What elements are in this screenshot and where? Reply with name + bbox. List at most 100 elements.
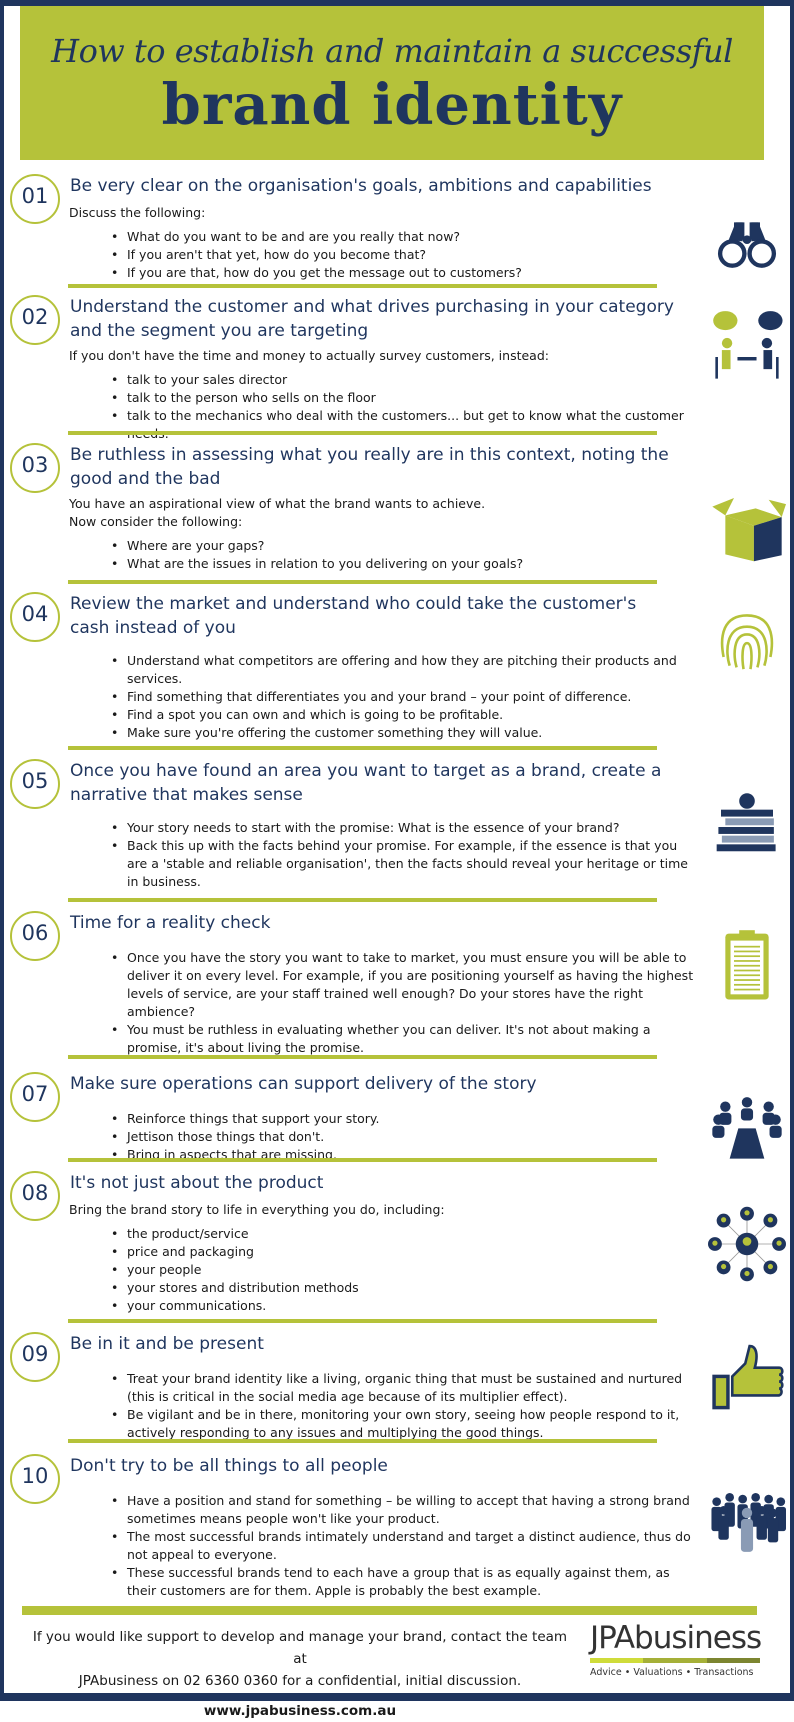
list-item: If you are that, how do you get the mess… (111, 264, 699, 282)
list-item: Once you have the story you want to take… (111, 949, 699, 1021)
thumbs-up-icon (708, 1340, 786, 1418)
section-heading: Don't try to be all things to all people (70, 1456, 388, 1476)
list-item: price and packaging (111, 1243, 699, 1261)
clipboard-icon (708, 925, 786, 1003)
bullet-list: What do you want to be and are you reall… (111, 228, 699, 282)
list-item: Jettison those things that don't. (111, 1128, 699, 1146)
divider (68, 898, 657, 902)
footer-line-2: JPAbusiness on 02 6360 0360 for a confid… (78, 1673, 522, 1689)
step-number-circle: 03 (10, 443, 60, 493)
section-body: Your story needs to start with the promi… (69, 819, 699, 891)
title-line-2: brand identity (161, 72, 623, 138)
step-number-circle: 09 (10, 1332, 60, 1382)
section-heading: Review the market and understand who cou… (70, 594, 637, 638)
step-number-circle: 10 (10, 1454, 60, 1504)
bullet-list: Once you have the story you want to take… (111, 949, 699, 1057)
section-heading: Be in it and be present (70, 1334, 264, 1354)
section-heading: Be very clear on the organisation's goal… (70, 176, 652, 196)
list-item: talk to the mechanics who deal with the … (111, 407, 699, 443)
list-item: Be vigilant and be in there, monitoring … (111, 1406, 699, 1442)
open-box-icon (708, 485, 786, 563)
step-number-circle: 06 (10, 911, 60, 961)
logo-name: JPAbusiness (590, 1620, 762, 1656)
section-body: Bring the brand story to life in everyth… (69, 1201, 699, 1315)
section-body: If you don't have the time and money to … (69, 347, 699, 443)
footer-contact: If you would like support to develop and… (30, 1626, 570, 1722)
list-item: What are the issues in relation to you d… (111, 555, 699, 573)
section-heading: Once you have found an area you want to … (70, 761, 662, 805)
section-intro: You have an aspirational view of what th… (69, 496, 486, 511)
section-heading: Time for a reality check (70, 913, 271, 933)
divider (68, 284, 657, 288)
step-number-circle: 02 (10, 295, 60, 345)
list-item: Make sure you're offering the customer s… (111, 724, 699, 742)
list-item: talk to the person who sells on the floo… (111, 389, 699, 407)
list-item: Find a spot you can own and which is goi… (111, 706, 699, 724)
bullet-list: Treat your brand identity like a living,… (111, 1370, 699, 1442)
section-body: Treat your brand identity like a living,… (69, 1370, 699, 1442)
bullet-list: Where are your gaps?What are the issues … (111, 537, 699, 573)
meeting-icon (708, 1085, 786, 1163)
binoculars-icon (708, 205, 786, 283)
list-item: Back this up with the facts behind your … (111, 837, 699, 891)
list-item: Your story needs to start with the promi… (111, 819, 699, 837)
footer-line-1: If you would like support to develop and… (32, 1629, 568, 1667)
list-item: the product/service (111, 1225, 699, 1243)
section-body: You have an aspirational view of what th… (69, 495, 699, 573)
section-heading: It's not just about the product (70, 1173, 324, 1193)
logo-tagline: Advice • Valuations • Transactions (590, 1667, 754, 1678)
footer-website-link[interactable]: www.jpabusiness.com.au (203, 1703, 397, 1719)
footer-bar (0, 1693, 794, 1701)
bullet-list: talk to your sales directortalk to the p… (111, 371, 699, 443)
section-intro-2: Now consider the following: (69, 514, 243, 529)
section-heading: Make sure operations can support deliver… (70, 1074, 537, 1094)
divider (68, 1055, 657, 1059)
bullet-list: Your story needs to start with the promi… (111, 819, 699, 891)
list-item: Find something that differentiates you a… (111, 688, 699, 706)
section-body: Discuss the following:What do you want t… (69, 204, 699, 282)
bullet-list: Have a position and stand for something … (111, 1492, 699, 1600)
divider (22, 1606, 757, 1615)
section-heading: Understand the customer and what drives … (70, 297, 674, 341)
divider (68, 1158, 657, 1162)
list-item: Where are your gaps? (111, 537, 699, 555)
divider (68, 1319, 657, 1323)
books-apple-icon (708, 775, 786, 853)
bullet-list: the product/serviceprice and packagingyo… (111, 1225, 699, 1315)
section-heading: Be ruthless in assessing what you really… (70, 445, 669, 489)
list-item: your stores and distribution methods (111, 1279, 699, 1297)
section-body: Once you have the story you want to take… (69, 949, 699, 1057)
logo-bars (590, 1658, 760, 1663)
conversation-icon (708, 305, 786, 383)
title-line-1: How to establish and maintain a successf… (51, 32, 733, 70)
section-body: Understand what competitors are offering… (69, 652, 699, 742)
divider (68, 431, 657, 435)
bullet-list: Reinforce things that support your story… (111, 1110, 699, 1164)
bullet-list: Understand what competitors are offering… (111, 652, 699, 742)
network-icon (708, 1205, 786, 1283)
divider (68, 580, 657, 584)
list-item: talk to your sales director (111, 371, 699, 389)
list-item: What do you want to be and are you reall… (111, 228, 699, 246)
section-intro: If you don't have the time and money to … (69, 348, 549, 363)
list-item: Treat your brand identity like a living,… (111, 1370, 699, 1406)
step-number-circle: 08 (10, 1171, 60, 1221)
section-intro: Bring the brand story to life in everyth… (69, 1202, 445, 1217)
section-body: Have a position and stand for something … (69, 1492, 699, 1600)
divider (68, 746, 657, 750)
title-banner: How to establish and maintain a successf… (20, 6, 764, 160)
list-item: You must be ruthless in evaluating wheth… (111, 1021, 699, 1057)
step-number-circle: 07 (10, 1072, 60, 1122)
list-item: These successful brands tend to each hav… (111, 1564, 699, 1600)
list-item: your communications. (111, 1297, 699, 1315)
step-number-circle: 01 (10, 174, 60, 224)
list-item: The most successful brands intimately un… (111, 1528, 699, 1564)
step-number-circle: 04 (10, 592, 60, 642)
section-body: Reinforce things that support your story… (69, 1110, 699, 1164)
list-item: Reinforce things that support your story… (111, 1110, 699, 1128)
divider (68, 1439, 657, 1443)
fingerprint-icon (708, 605, 786, 683)
crowd-icon (708, 1480, 786, 1558)
list-item: your people (111, 1261, 699, 1279)
